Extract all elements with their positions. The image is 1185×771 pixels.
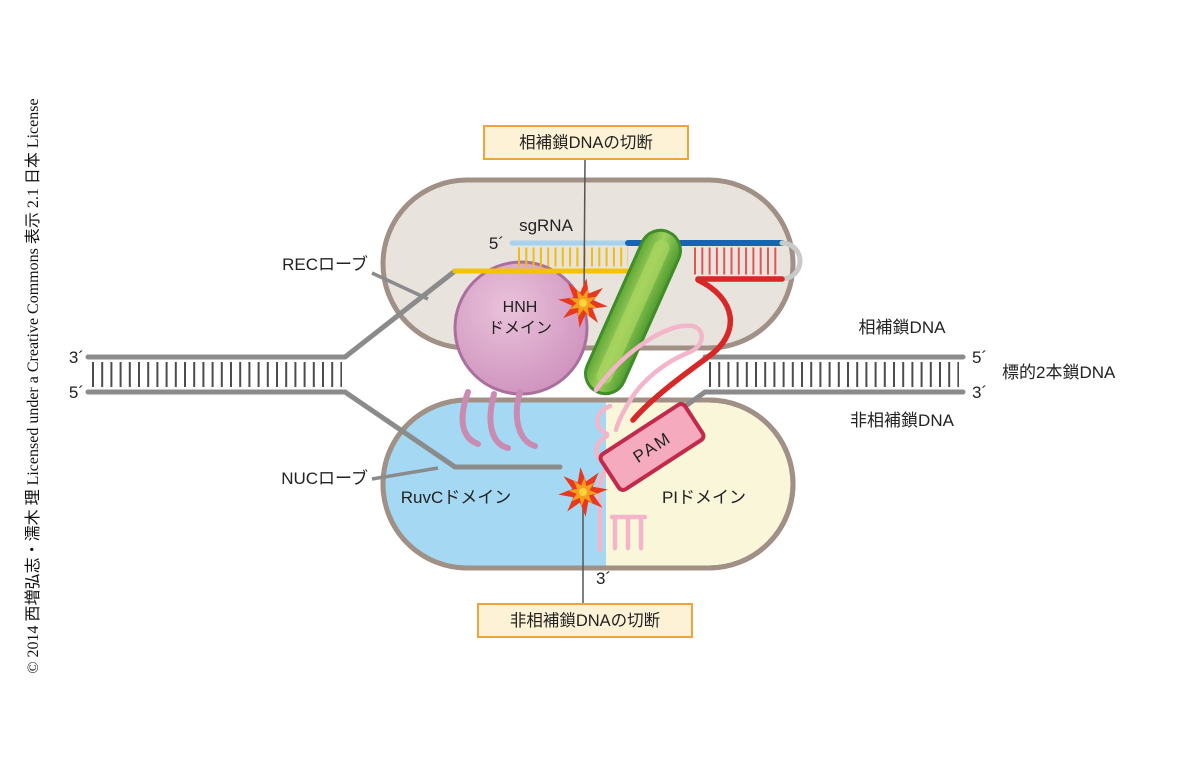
copyright-text: © 2014 西増弘志・濡木 理 Licensed under a Creati… [24, 98, 42, 673]
hnh-linker-2 [487, 391, 511, 451]
ruvc-domain-label: RuvCドメイン [401, 488, 512, 507]
bottom-cleavage-burst [558, 467, 608, 517]
complementary-strand-red [630, 277, 734, 423]
sgrna-loop [779, 240, 803, 282]
top-callout-box [483, 125, 689, 160]
nuc-lobe-label: NUCローブ [281, 468, 368, 488]
top-callout-line [583, 159, 586, 299]
hnh-domain-label-line2: ドメイン [488, 320, 552, 337]
top-callout: 相補鎖DNAの切断 [483, 125, 689, 160]
bottom-callout: 非相補鎖DNAの切断 [477, 603, 693, 638]
unwound-bottom-strand [342, 389, 563, 470]
pi-domain-label: PIドメイン [662, 488, 746, 507]
pink-hairpin-loop [593, 323, 704, 433]
bridge-helix-highlight [596, 240, 670, 384]
cut-3prime-label: 3´ [596, 569, 611, 588]
hnh-linker-3 [513, 389, 538, 449]
sgrna-label: sgRNA [519, 216, 574, 235]
ruvc-domain-shape [383, 400, 606, 568]
pam-box-shape [598, 402, 706, 492]
noncomplementary-dna-label: 非相補鎖DNA [850, 411, 955, 430]
complementary-dna-label: 相補鎖DNA [859, 318, 947, 337]
pink-channel-upper [595, 403, 613, 437]
pink-comb-ticks [609, 514, 648, 551]
right-dna-5prime-label: 5´ [972, 348, 987, 367]
burst-core-dot [579, 488, 587, 496]
bridge-helix [584, 228, 682, 396]
pam-motif: PAM [598, 402, 706, 492]
left-dna-5prime-label: 5´ [69, 383, 84, 402]
unwound-top-strand [342, 268, 458, 360]
nuc-lobe-pointer-line [371, 466, 439, 481]
left-dna-3prime-label: 3´ [69, 348, 84, 367]
sgrna-5prime-label: 5´ [489, 234, 504, 253]
diagram-labels: sgRNA 5´ RECローブ HNH ドメイン 3´ 5´ 相補鎖DNA 5´… [69, 216, 1116, 588]
hnh-domain-label-line1: HNH [503, 299, 538, 316]
right-dna-3prime-label: 3´ [972, 383, 987, 402]
hnh-linker-1 [459, 389, 481, 447]
rec-lobe-label: RECローブ [282, 254, 368, 274]
nuc-lobe-outline [380, 397, 796, 571]
top-callout-text: 相補鎖DNAの切断 [519, 133, 653, 152]
rec-lobe-pointer-line [371, 271, 429, 301]
burst-core-dot [579, 299, 587, 307]
bottom-callout-text: 非相補鎖DNAの切断 [510, 611, 660, 630]
top-cleavage-burst [558, 278, 608, 328]
bottom-callout-box [477, 603, 693, 638]
target-dsdna-label: 標的2本鎖DNA [1002, 363, 1116, 382]
